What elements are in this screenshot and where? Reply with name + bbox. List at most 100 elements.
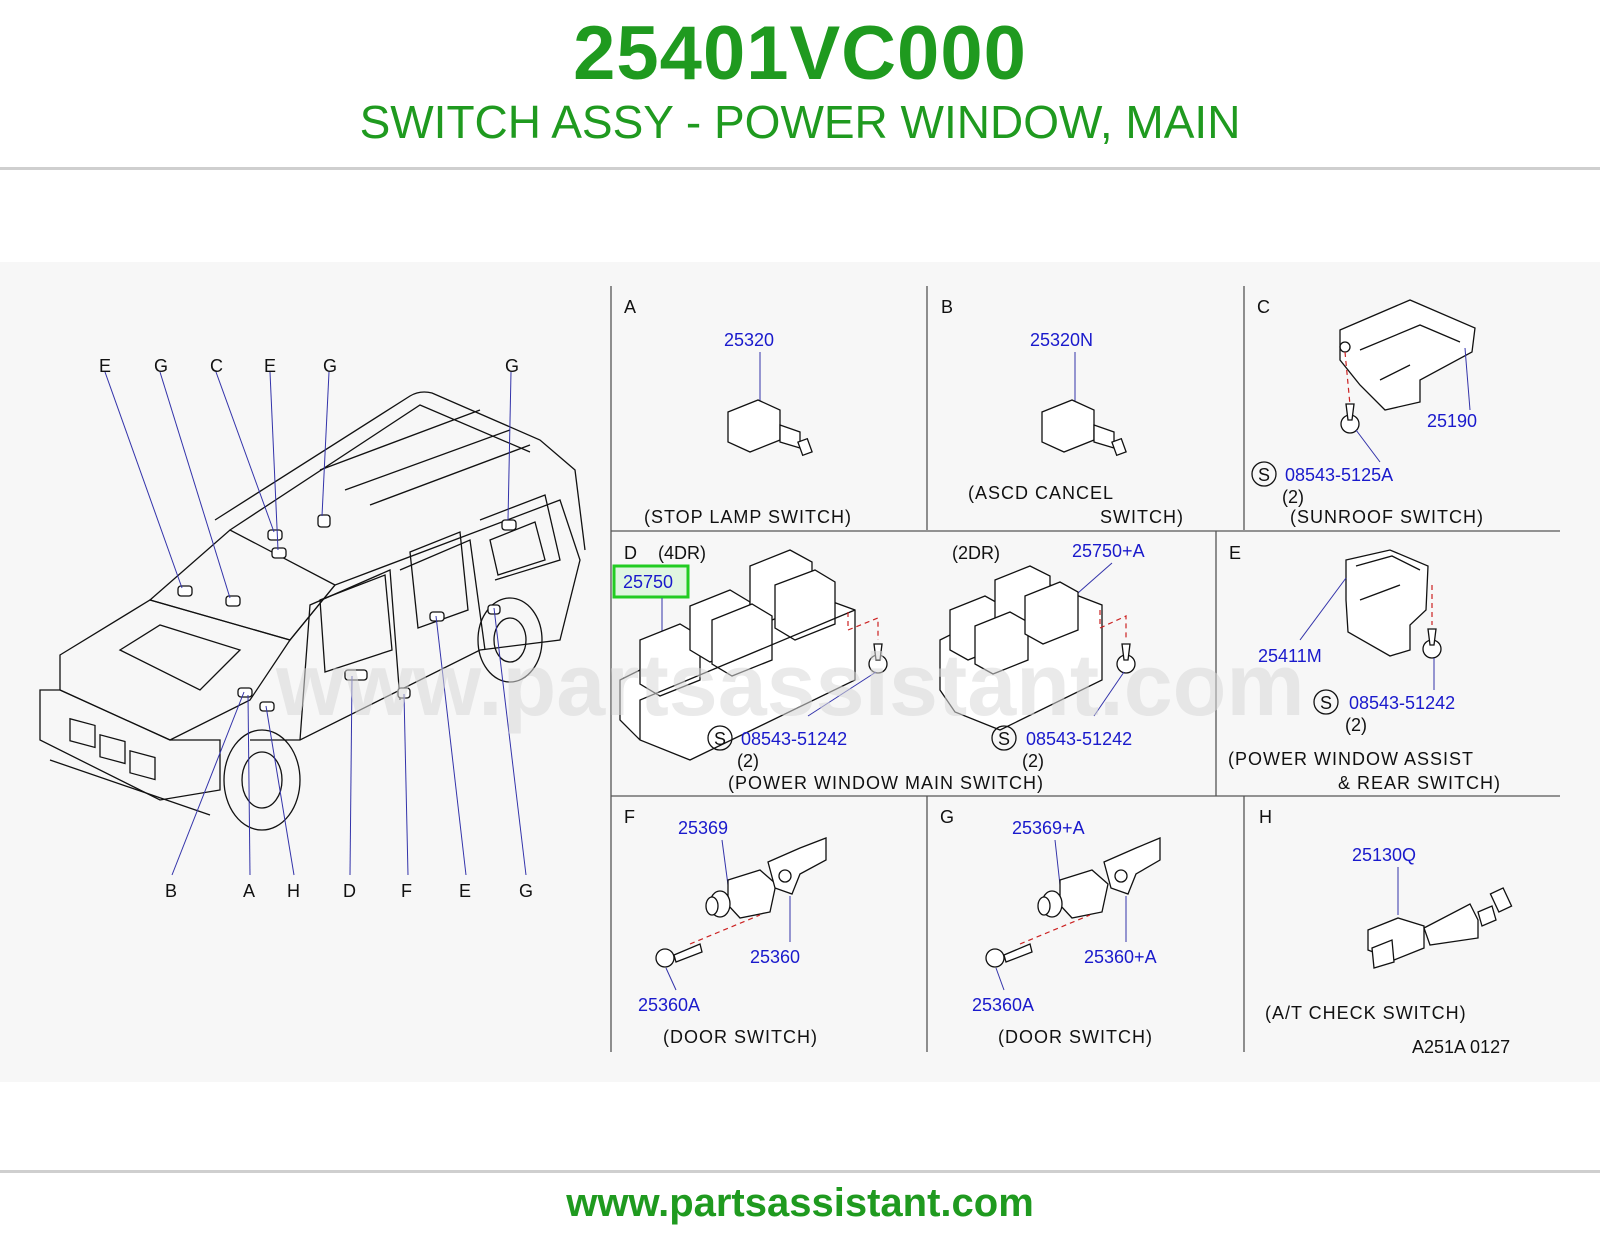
- part-25360-a-label[interactable]: 25360+A: [1084, 947, 1157, 967]
- vehicle-label-bottom: H: [287, 881, 300, 901]
- screw-08543-51242-4dr-label[interactable]: 08543-51242: [741, 729, 847, 749]
- vehicle-bottom-labels: B A H D F E G: [165, 881, 533, 901]
- panel-b-caption-line1: (ASCD CANCEL: [968, 483, 1114, 503]
- screw-08543-51242-2dr-label[interactable]: 08543-51242: [1026, 729, 1132, 749]
- vehicle-label-bottom: B: [165, 881, 177, 901]
- panel-f-caption: (DOOR SWITCH): [663, 1027, 818, 1047]
- ascd-cancel-switch-part: [1041, 399, 1127, 457]
- panel-g-letter: G: [940, 807, 954, 827]
- panel-a-caption: (STOP LAMP SWITCH): [644, 507, 852, 527]
- panel-d: D (4DR) (2DR) 25750 S 08543-51242 (2) 25…: [612, 541, 1145, 793]
- highlighted-part-box[interactable]: [612, 564, 690, 599]
- header-divider: [0, 167, 1600, 170]
- main-switch-2dr-part: [939, 565, 1103, 731]
- s-symbol-d-4dr: [707, 725, 733, 751]
- sunroof-switch-part: [1339, 299, 1476, 411]
- header: 25401VC000 SWITCH ASSY - POWER WINDOW, M…: [0, 0, 1600, 168]
- panel-c-letter: C: [1257, 297, 1270, 317]
- panel-c-s-symbol: S: [1258, 465, 1270, 485]
- panel-d-letter: D: [624, 543, 637, 563]
- assist-switch-part: [1345, 549, 1429, 657]
- door-switch-f-bracket: [767, 837, 827, 895]
- vehicle-label-top: E: [264, 356, 276, 376]
- watermark: www.partsassistant.com: [275, 635, 1305, 734]
- panel-f-letter: F: [624, 807, 635, 827]
- main-switch-4dr-part: [619, 549, 856, 761]
- panel-d-s-symbol-4dr: S: [714, 729, 726, 749]
- part-25190-label[interactable]: 25190: [1427, 411, 1477, 431]
- panel-d-qty-4dr: (2): [737, 751, 759, 771]
- panel-e-caption-line1: (POWER WINDOW ASSIST: [1228, 749, 1474, 769]
- vehicle-label-bottom: F: [401, 881, 412, 901]
- panel-g-caption: (DOOR SWITCH): [998, 1027, 1153, 1047]
- vehicle-illustration: [39, 391, 586, 831]
- sunroof-screw: [1340, 403, 1360, 434]
- panel-b-letter: B: [941, 297, 953, 317]
- part-number: 25401VC000: [573, 11, 1027, 96]
- vehicle-top-labels: E G C E G G: [99, 356, 519, 376]
- vehicle-label-bottom: A: [243, 881, 255, 901]
- s-symbol-d-2dr: [991, 725, 1017, 751]
- panel-e-s-symbol: S: [1320, 693, 1332, 713]
- panel-c-caption: (SUNROOF SWITCH): [1290, 507, 1484, 527]
- door-switch-g-plunger: [1037, 869, 1109, 919]
- vehicle-label-top: C: [210, 356, 223, 376]
- panel-a-letter: A: [624, 297, 636, 317]
- part-25360-label[interactable]: 25360: [750, 947, 800, 967]
- panel-b-caption-line2: SWITCH): [1100, 507, 1184, 527]
- vehicle-label-top: G: [154, 356, 168, 376]
- part-25411m-label[interactable]: 25411M: [1258, 646, 1322, 666]
- panel-h-caption: (A/T CHECK SWITCH): [1265, 1003, 1467, 1023]
- vehicle-label-bottom: E: [459, 881, 471, 901]
- screw-08543-5125a-label[interactable]: 08543-5125A: [1285, 465, 1393, 485]
- vehicle-label-bottom: D: [343, 881, 356, 901]
- vehicle-label-bottom: G: [519, 881, 533, 901]
- panel-d-s-symbol-2dr: S: [998, 729, 1010, 749]
- footer-url[interactable]: www.partsassistant.com: [566, 1181, 1034, 1225]
- panel-d-variant-2dr: (2DR): [952, 543, 1000, 563]
- assist-switch-screw: [1422, 628, 1442, 659]
- panel-e-caption-line2: & REAR SWITCH): [1338, 773, 1501, 793]
- main-switch-4dr-screw: [868, 643, 888, 674]
- panel-a: A 25320 (STOP LAMP SWITCH): [624, 297, 852, 527]
- door-switch-g-bracket: [1103, 837, 1161, 895]
- panel-e-letter: E: [1229, 543, 1241, 563]
- main-switch-2dr-screw: [1116, 643, 1136, 674]
- door-switch-f-plunger: [705, 869, 777, 919]
- panel-c: C 25190 S 08543-5125A (2) (SUNROOF SWITC…: [1251, 297, 1484, 527]
- panel-d-qty-2dr: (2): [1022, 751, 1044, 771]
- panel-h: H 25130Q (A/T CHECK SWITCH) A251A 0127: [1259, 807, 1513, 1057]
- vehicle-label-top: E: [99, 356, 111, 376]
- part-25369-label[interactable]: 25369: [678, 818, 728, 838]
- panel-h-letter: H: [1259, 807, 1272, 827]
- part-25360a-f-label[interactable]: 25360A: [638, 995, 700, 1015]
- panel-b: B 25320N (ASCD CANCEL SWITCH): [941, 297, 1184, 527]
- panel-d-variant-4dr: (4DR): [658, 543, 706, 563]
- panel-grid: [610, 286, 1560, 1052]
- panel-d-caption: (POWER WINDOW MAIN SWITCH): [728, 773, 1044, 793]
- stop-lamp-switch-part: [727, 399, 813, 457]
- vehicle-leaders: [104, 371, 527, 876]
- door-switch-g-screw: [985, 943, 1033, 968]
- panel-f: F 25369 25360 25360A (DOOR SWITCH): [624, 807, 827, 1047]
- part-25750-a-label[interactable]: 25750+A: [1072, 541, 1145, 561]
- door-switch-f-screw: [655, 943, 703, 968]
- part-description: SWITCH ASSY - POWER WINDOW, MAIN: [359, 96, 1241, 148]
- part-25320-label[interactable]: 25320: [724, 330, 774, 350]
- footer-divider: [0, 1170, 1600, 1173]
- s-symbol-e: [1313, 689, 1339, 715]
- part-25360a-g-label[interactable]: 25360A: [972, 995, 1034, 1015]
- s-symbol-c: [1251, 461, 1277, 487]
- screw-08543-51242-e-label[interactable]: 08543-51242: [1349, 693, 1455, 713]
- panel-g: G 25369+A 25360+A 25360A (DOOR SWITCH): [940, 807, 1161, 1047]
- vehicle-label-top: G: [505, 356, 519, 376]
- panel-e-qty: (2): [1345, 715, 1367, 735]
- part-25130q-label[interactable]: 25130Q: [1352, 845, 1416, 865]
- diagram-code: A251A 0127: [1412, 1037, 1510, 1057]
- part-25369-a-label[interactable]: 25369+A: [1012, 818, 1085, 838]
- at-check-switch-part: [1367, 887, 1513, 969]
- vehicle-label-top: G: [323, 356, 337, 376]
- part-25750-label[interactable]: 25750: [623, 572, 673, 592]
- part-25320n-label[interactable]: 25320N: [1030, 330, 1093, 350]
